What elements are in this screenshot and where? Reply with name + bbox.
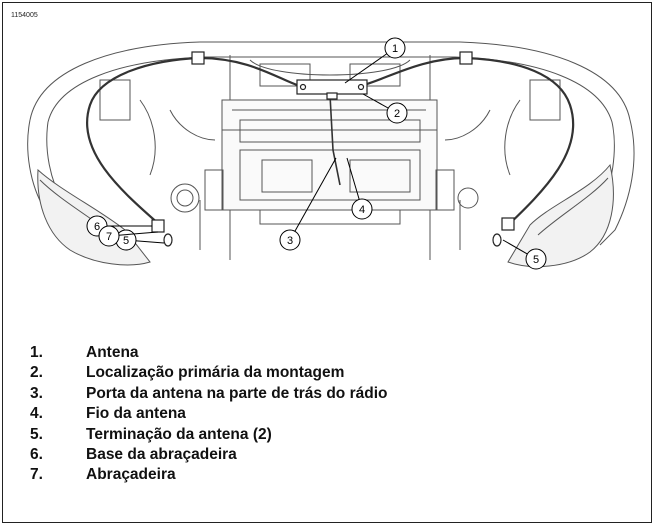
callout-4-label: 4 [359, 204, 365, 216]
callout-6-label: 6 [94, 221, 100, 233]
callout-4 [351, 198, 373, 220]
callout-1-label: 1 [392, 43, 398, 55]
callout-7 [98, 225, 120, 247]
legend-item: 1.Antena [30, 344, 139, 361]
callout-5-left-label: 5 [123, 235, 129, 247]
legend-item: 6.Base da abraçadeira [30, 445, 237, 463]
right-lower-panel [507, 163, 614, 268]
callout-7-label: 7 [106, 231, 112, 243]
callout-2-label: 2 [394, 108, 400, 120]
clip-left-top [191, 51, 205, 65]
fairing-inner-shell [47, 56, 615, 213]
terminal-right [492, 233, 502, 247]
legend-item: 7.Abraçadeira [30, 466, 176, 484]
callout-5-right [525, 248, 547, 270]
callout-3 [279, 229, 301, 251]
callout-1 [384, 37, 406, 59]
antenna-module [296, 79, 368, 100]
clip-right-top [459, 51, 473, 65]
callout-2 [386, 102, 408, 124]
clip-right-bottom [501, 217, 515, 231]
legend-item: 4.Fio da antena [30, 405, 186, 423]
callout-3-label: 3 [287, 235, 293, 247]
terminal-left [163, 233, 173, 247]
legend: 1.Antena 2.Localização primária da monta… [30, 343, 387, 486]
legend-item: 5.Terminação da antena (2) [30, 425, 272, 443]
clip-left-bottom [151, 219, 165, 233]
legend-item: 3.Porta da antena na parte de trás do rá… [30, 384, 388, 402]
legend-item: 2.Localização primária da montagem [30, 364, 345, 382]
fairing-outer-shell [29, 41, 635, 246]
figure-id: 1154005 [11, 12, 38, 19]
callout-5-right-label: 5 [533, 254, 539, 266]
